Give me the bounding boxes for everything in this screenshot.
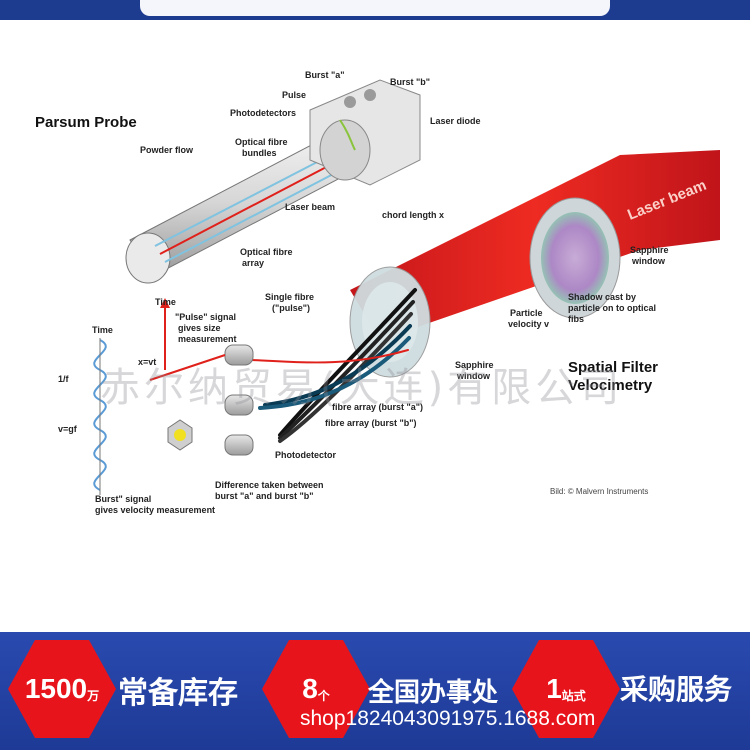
label-burst-signal-2: gives velocity measurement <box>95 505 215 515</box>
label-shadow-3: fibs <box>568 314 584 324</box>
top-bar-panel <box>140 0 610 16</box>
shop-url: shop1824043091975.1688.com <box>300 707 596 730</box>
label-single-fibre-2: ("pulse") <box>272 303 310 313</box>
hex-number: 1 <box>546 673 562 704</box>
sapphire-window-right-inner <box>541 212 609 304</box>
hex-unit: 万 <box>87 688 100 703</box>
label-sapphire-window2-2: window <box>456 371 491 381</box>
label-burst-b: Burst "b" <box>390 77 430 87</box>
label-time-top: Time <box>155 297 176 307</box>
photodetectors-group <box>167 344 254 456</box>
label-pulse-signal-1: "Pulse" signal <box>175 312 236 322</box>
connector-a <box>344 96 356 108</box>
time-arrow-top <box>160 298 170 308</box>
label-optical-fibre-bundles-2: bundles <box>242 148 277 158</box>
label-parsum-probe: Parsum Probe <box>35 114 137 131</box>
promo-band <box>0 632 750 750</box>
label-chord-length: chord length x <box>382 210 444 220</box>
top-bar <box>0 0 750 20</box>
text-stock: 常备库存 <box>118 676 238 711</box>
label-particle-velocity-2: velocity v <box>508 319 549 329</box>
label-pulse-signal-2: gives size <box>178 323 221 333</box>
label-burst-a: Burst "a" <box>305 70 345 80</box>
label-sfv-2: Velocimetry <box>568 377 653 394</box>
label-time-left: Time <box>92 325 113 335</box>
text-procurement: 采购服务 <box>620 673 733 706</box>
label-x-vt: x=vt <box>138 357 156 367</box>
hex-number: 8 <box>302 673 318 704</box>
text-offices: 全国办事处 <box>368 678 499 708</box>
label-burst-signal-1: Burst" signal <box>95 494 151 504</box>
label-v-gf: v=gf <box>58 424 78 434</box>
fibre-line-blue-2 <box>164 159 361 263</box>
label-one-over-f: 1/f <box>58 374 70 384</box>
label-difference-1: Difference taken between <box>215 480 324 490</box>
label-pulse: Pulse <box>282 90 306 100</box>
label-single-fibre-1: Single fibre <box>265 292 314 302</box>
label-optical-fibre-array-1: Optical fibre <box>240 247 293 257</box>
pulse-arrow <box>149 354 226 381</box>
label-sapphire-window-1: Sapphire <box>630 245 669 255</box>
hex-unit: 站式 <box>561 688 586 703</box>
label-powder-flow: Powder flow <box>140 145 194 155</box>
fibre-bundle <box>249 288 417 443</box>
label-shadow-2: particle on to optical <box>568 303 656 313</box>
label-photodetector: Photodetector <box>275 450 336 460</box>
label-laser-beam: Laser beam <box>285 202 335 212</box>
label-optical-fibre-array-2: array <box>242 258 264 268</box>
parsum-diagram: Burst "a" Burst "b" Pulse Photodetectors… <box>35 70 720 515</box>
green-fibres <box>339 119 356 151</box>
label-sapphire-window-2: window <box>631 256 666 266</box>
label-photodetectors: Photodetectors <box>230 108 296 118</box>
label-fibre-array-b: fibre array (burst "b") <box>325 418 417 428</box>
hex-number: 1500 <box>24 673 88 704</box>
probe-tip <box>125 232 171 284</box>
connector-b <box>364 89 376 101</box>
label-credit: Bild: © Malvern Instruments <box>550 487 648 496</box>
label-particle-velocity-1: Particle <box>510 308 543 318</box>
probe-head-lens <box>319 119 371 181</box>
label-optical-fibre-bundles-1: Optical fibre <box>235 137 288 147</box>
label-sapphire-window2-1: Sapphire <box>455 360 494 370</box>
laser-line-probe <box>159 151 356 255</box>
label-pulse-signal-3: measurement <box>178 334 237 344</box>
hex-unit: 个 <box>317 688 330 703</box>
label-sfv-1: Spatial Filter <box>568 359 658 376</box>
label-shadow-1: Shadow cast by <box>568 292 636 302</box>
label-fibre-array-a: fibre array (burst "a") <box>332 402 423 412</box>
label-laser-diode: Laser diode <box>430 116 481 126</box>
watermark: 赤尔纳贸易(大连)有限公司 <box>100 365 624 411</box>
label-difference-2: burst "a" and burst "b" <box>215 491 314 501</box>
